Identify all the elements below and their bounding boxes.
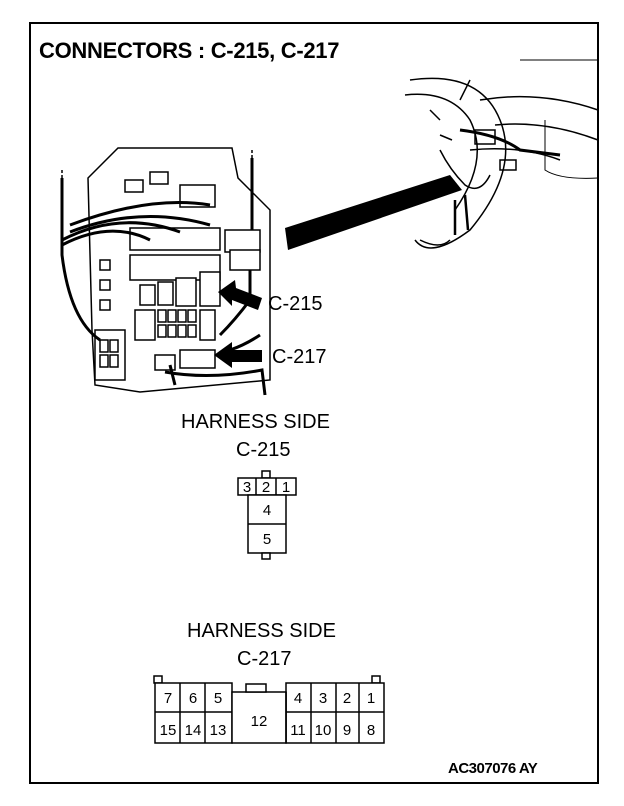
- c215-pin: 1: [282, 479, 290, 496]
- c217-pin: 2: [343, 690, 351, 707]
- c217-harness-heading: HARNESS SIDE: [187, 620, 336, 642]
- c215-pin: 2: [262, 479, 270, 496]
- c217-pin: 15: [160, 722, 177, 739]
- c217-pin: 9: [343, 722, 351, 739]
- c217-connector: [153, 675, 385, 744]
- c217-pin: 3: [319, 690, 327, 707]
- c215-pin: 5: [263, 531, 271, 548]
- dashboard-illustration: [404, 59, 599, 249]
- c215-callout-label: C-215: [268, 293, 323, 315]
- wiring-harness: [60, 158, 267, 396]
- c217-pin: 8: [367, 722, 375, 739]
- c215-harness-name: C-215: [236, 439, 291, 461]
- c217-pin: 6: [189, 690, 197, 707]
- c217-pin: 11: [290, 722, 306, 739]
- c217-pin: 5: [214, 690, 222, 707]
- page-title: CONNECTORS : C-215, C-217: [39, 38, 340, 63]
- c217-pin: 4: [294, 690, 302, 707]
- c217-callout-label: C-217: [272, 346, 327, 368]
- c217-pin: 12: [251, 713, 268, 730]
- c215-pin: 4: [263, 502, 271, 519]
- c217-pin: 10: [315, 722, 332, 739]
- c217-pin: 14: [185, 722, 202, 739]
- c215-harness-heading: HARNESS SIDE: [181, 411, 330, 433]
- figure-code: AC307076 AY: [448, 760, 538, 777]
- c217-pin: 7: [164, 690, 172, 707]
- c215-connector: [237, 470, 297, 560]
- c217-pin: 1: [367, 690, 375, 707]
- wire-ends: [61, 150, 253, 182]
- figure-frame: [29, 22, 599, 784]
- c217-pin: 13: [210, 722, 227, 739]
- c217-harness-name: C-217: [237, 648, 292, 670]
- c215-pin: 3: [243, 479, 251, 496]
- c217-arrow: [214, 342, 262, 368]
- c215-arrow: [218, 280, 262, 310]
- leader-wedge: [285, 175, 462, 250]
